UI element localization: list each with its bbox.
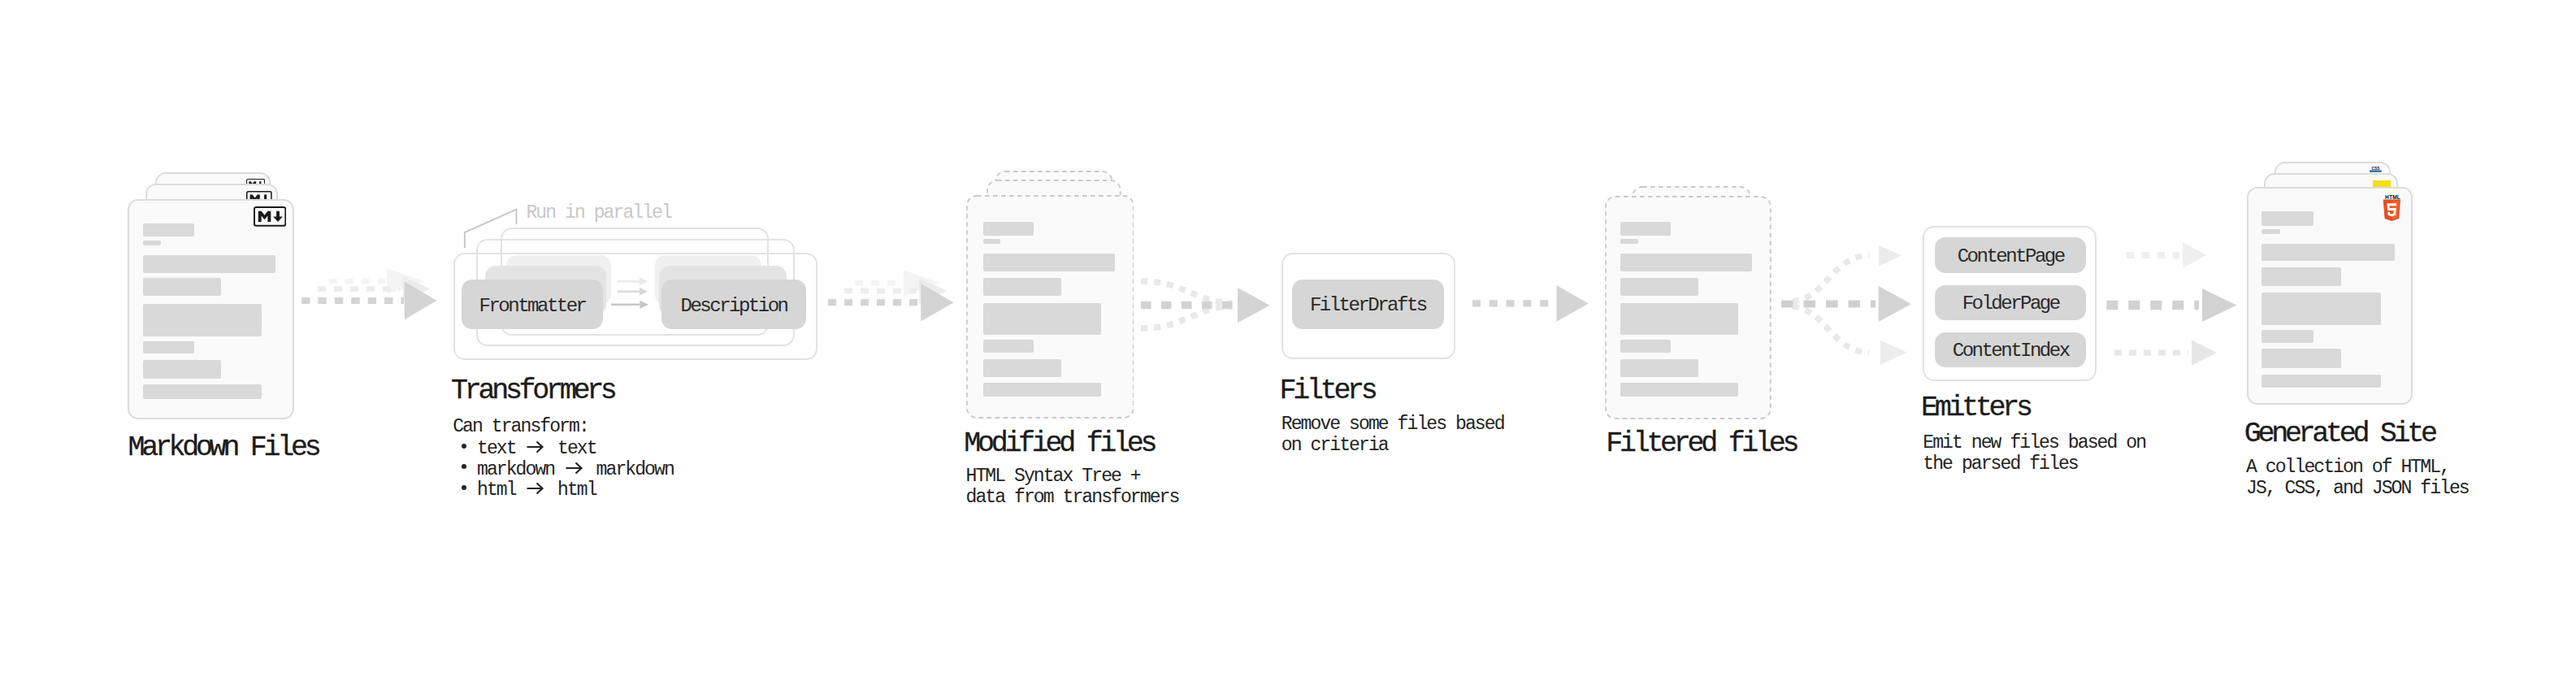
svg-text:CSS: CSS <box>2371 167 2380 171</box>
svg-text:HTML: HTML <box>2385 194 2400 200</box>
